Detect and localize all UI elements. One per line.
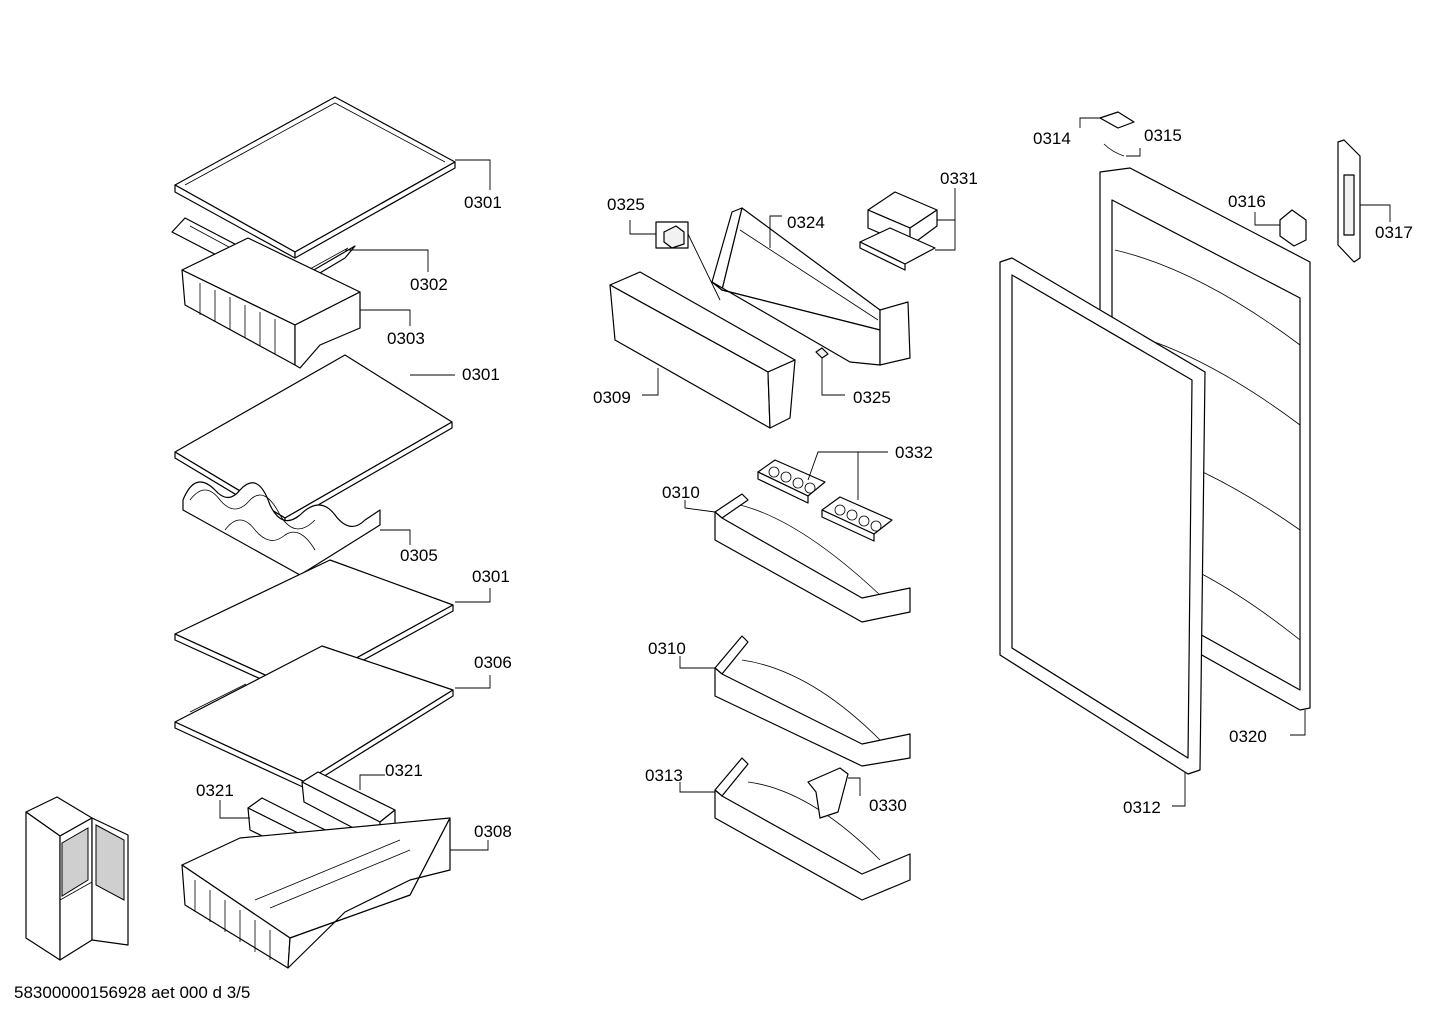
clip-0325-bottom bbox=[815, 347, 829, 359]
callout-0302: 0302 bbox=[410, 275, 448, 294]
callout-labels: 0301 0302 0303 0301 0305 0301 0306 0321 … bbox=[196, 126, 1413, 841]
bin-divider-0330 bbox=[807, 767, 849, 819]
callout-0314: 0314 bbox=[1033, 129, 1071, 148]
callout-0330: 0330 bbox=[869, 796, 907, 815]
door-gasket-0312 bbox=[999, 257, 1206, 775]
callout-0301-lower: 0301 bbox=[472, 567, 510, 586]
callout-0331: 0331 bbox=[940, 169, 978, 188]
drawer-0308 bbox=[181, 817, 451, 969]
callout-0313: 0313 bbox=[645, 766, 683, 785]
door-bin-0313 bbox=[714, 757, 911, 901]
callout-0309: 0309 bbox=[593, 388, 631, 407]
callout-0316: 0316 bbox=[1228, 192, 1266, 211]
bottle-rack-0305 bbox=[182, 481, 381, 576]
callout-0324: 0324 bbox=[787, 213, 825, 232]
glass-shelf-0306 bbox=[174, 645, 454, 789]
appliance-thumbnail bbox=[25, 796, 129, 961]
callout-0303: 0303 bbox=[387, 329, 425, 348]
callout-0325-bottom: 0325 bbox=[853, 388, 891, 407]
egg-tray-0332-b bbox=[821, 496, 893, 542]
callout-0325-top: 0325 bbox=[607, 195, 645, 214]
glass-shelf-0301-top bbox=[174, 96, 456, 259]
door-bin-0310-upper bbox=[714, 493, 911, 623]
door-hinge-0317 bbox=[1337, 139, 1361, 263]
cap-0316 bbox=[1279, 209, 1307, 247]
drawing-number-footer: 58300000156928 aet 000 d 3/5 bbox=[14, 983, 250, 1002]
callout-0301-middle: 0301 bbox=[462, 365, 500, 384]
spring-0315 bbox=[1103, 143, 1125, 157]
egg-tray-0332-a bbox=[757, 459, 826, 504]
callout-0305: 0305 bbox=[400, 546, 438, 565]
container-0331 bbox=[859, 191, 938, 271]
callout-0301-top: 0301 bbox=[464, 193, 502, 212]
callout-0320: 0320 bbox=[1229, 727, 1267, 746]
callout-0317: 0317 bbox=[1375, 223, 1413, 242]
clip-0325-top bbox=[655, 221, 689, 249]
door-bin-0310-lower bbox=[714, 635, 911, 767]
callout-0332: 0332 bbox=[895, 443, 933, 462]
callout-0315: 0315 bbox=[1144, 126, 1182, 145]
door-cover-0309 bbox=[609, 271, 796, 429]
callout-0321-left: 0321 bbox=[196, 781, 234, 800]
callout-0306: 0306 bbox=[474, 653, 512, 672]
callout-0308: 0308 bbox=[474, 822, 512, 841]
callout-0310-upper: 0310 bbox=[662, 483, 700, 502]
drawer-0303 bbox=[181, 237, 361, 369]
door-bin-0324 bbox=[711, 207, 911, 366]
hinge-cover-0314 bbox=[1099, 111, 1135, 129]
callout-0321-right: 0321 bbox=[385, 761, 423, 780]
leader-lines bbox=[219, 117, 1391, 851]
callout-0310-lower: 0310 bbox=[648, 639, 686, 658]
callout-0312: 0312 bbox=[1123, 798, 1161, 817]
